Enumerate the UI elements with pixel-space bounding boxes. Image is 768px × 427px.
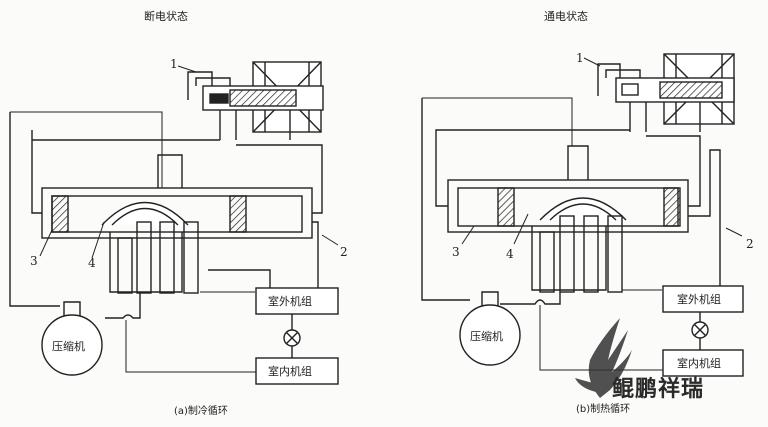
right-label-1: 1 xyxy=(576,51,584,65)
right-label-4: 4 xyxy=(506,247,514,261)
right-indoor-unit-label: 室内机组 xyxy=(677,356,721,370)
left-label-3: 3 xyxy=(30,254,38,268)
piston-left xyxy=(51,195,69,233)
outdoor-unit-box xyxy=(255,287,339,315)
right-outdoor-unit-label: 室外机组 xyxy=(677,292,721,306)
left-compressor-label: 压缩机 xyxy=(52,339,85,353)
left-outdoor-unit-label: 室外机组 xyxy=(268,294,312,308)
right-compressor-label: 压缩机 xyxy=(470,329,503,343)
right-label-2: 2 xyxy=(746,237,754,251)
left-label-4: 4 xyxy=(88,256,96,270)
left-title: 断电状态 xyxy=(144,9,188,23)
right-label-3: 3 xyxy=(452,245,460,259)
watermark-text: 鲲鹏祥瑞 xyxy=(612,376,704,402)
left-label-1: 1 xyxy=(170,57,178,71)
compressor-icon xyxy=(41,314,103,376)
heating-cycle-diagram xyxy=(421,53,744,377)
indoor-unit-box xyxy=(662,349,744,377)
cooling-cycle-diagram xyxy=(9,61,339,385)
right-caption: (b)制热循环 xyxy=(576,402,630,415)
left-indoor-unit-label: 室内机组 xyxy=(268,364,312,378)
piston-left xyxy=(497,187,515,227)
right-title: 通电状态 xyxy=(544,9,588,23)
indoor-unit-box xyxy=(255,357,339,385)
outdoor-unit-box xyxy=(662,285,744,313)
watermark-logo xyxy=(575,318,632,398)
left-label-2: 2 xyxy=(340,245,348,259)
piston-right xyxy=(229,195,247,233)
compressor-icon xyxy=(459,304,521,366)
left-caption: (a)制冷循环 xyxy=(174,404,228,417)
piston-right xyxy=(663,187,681,227)
